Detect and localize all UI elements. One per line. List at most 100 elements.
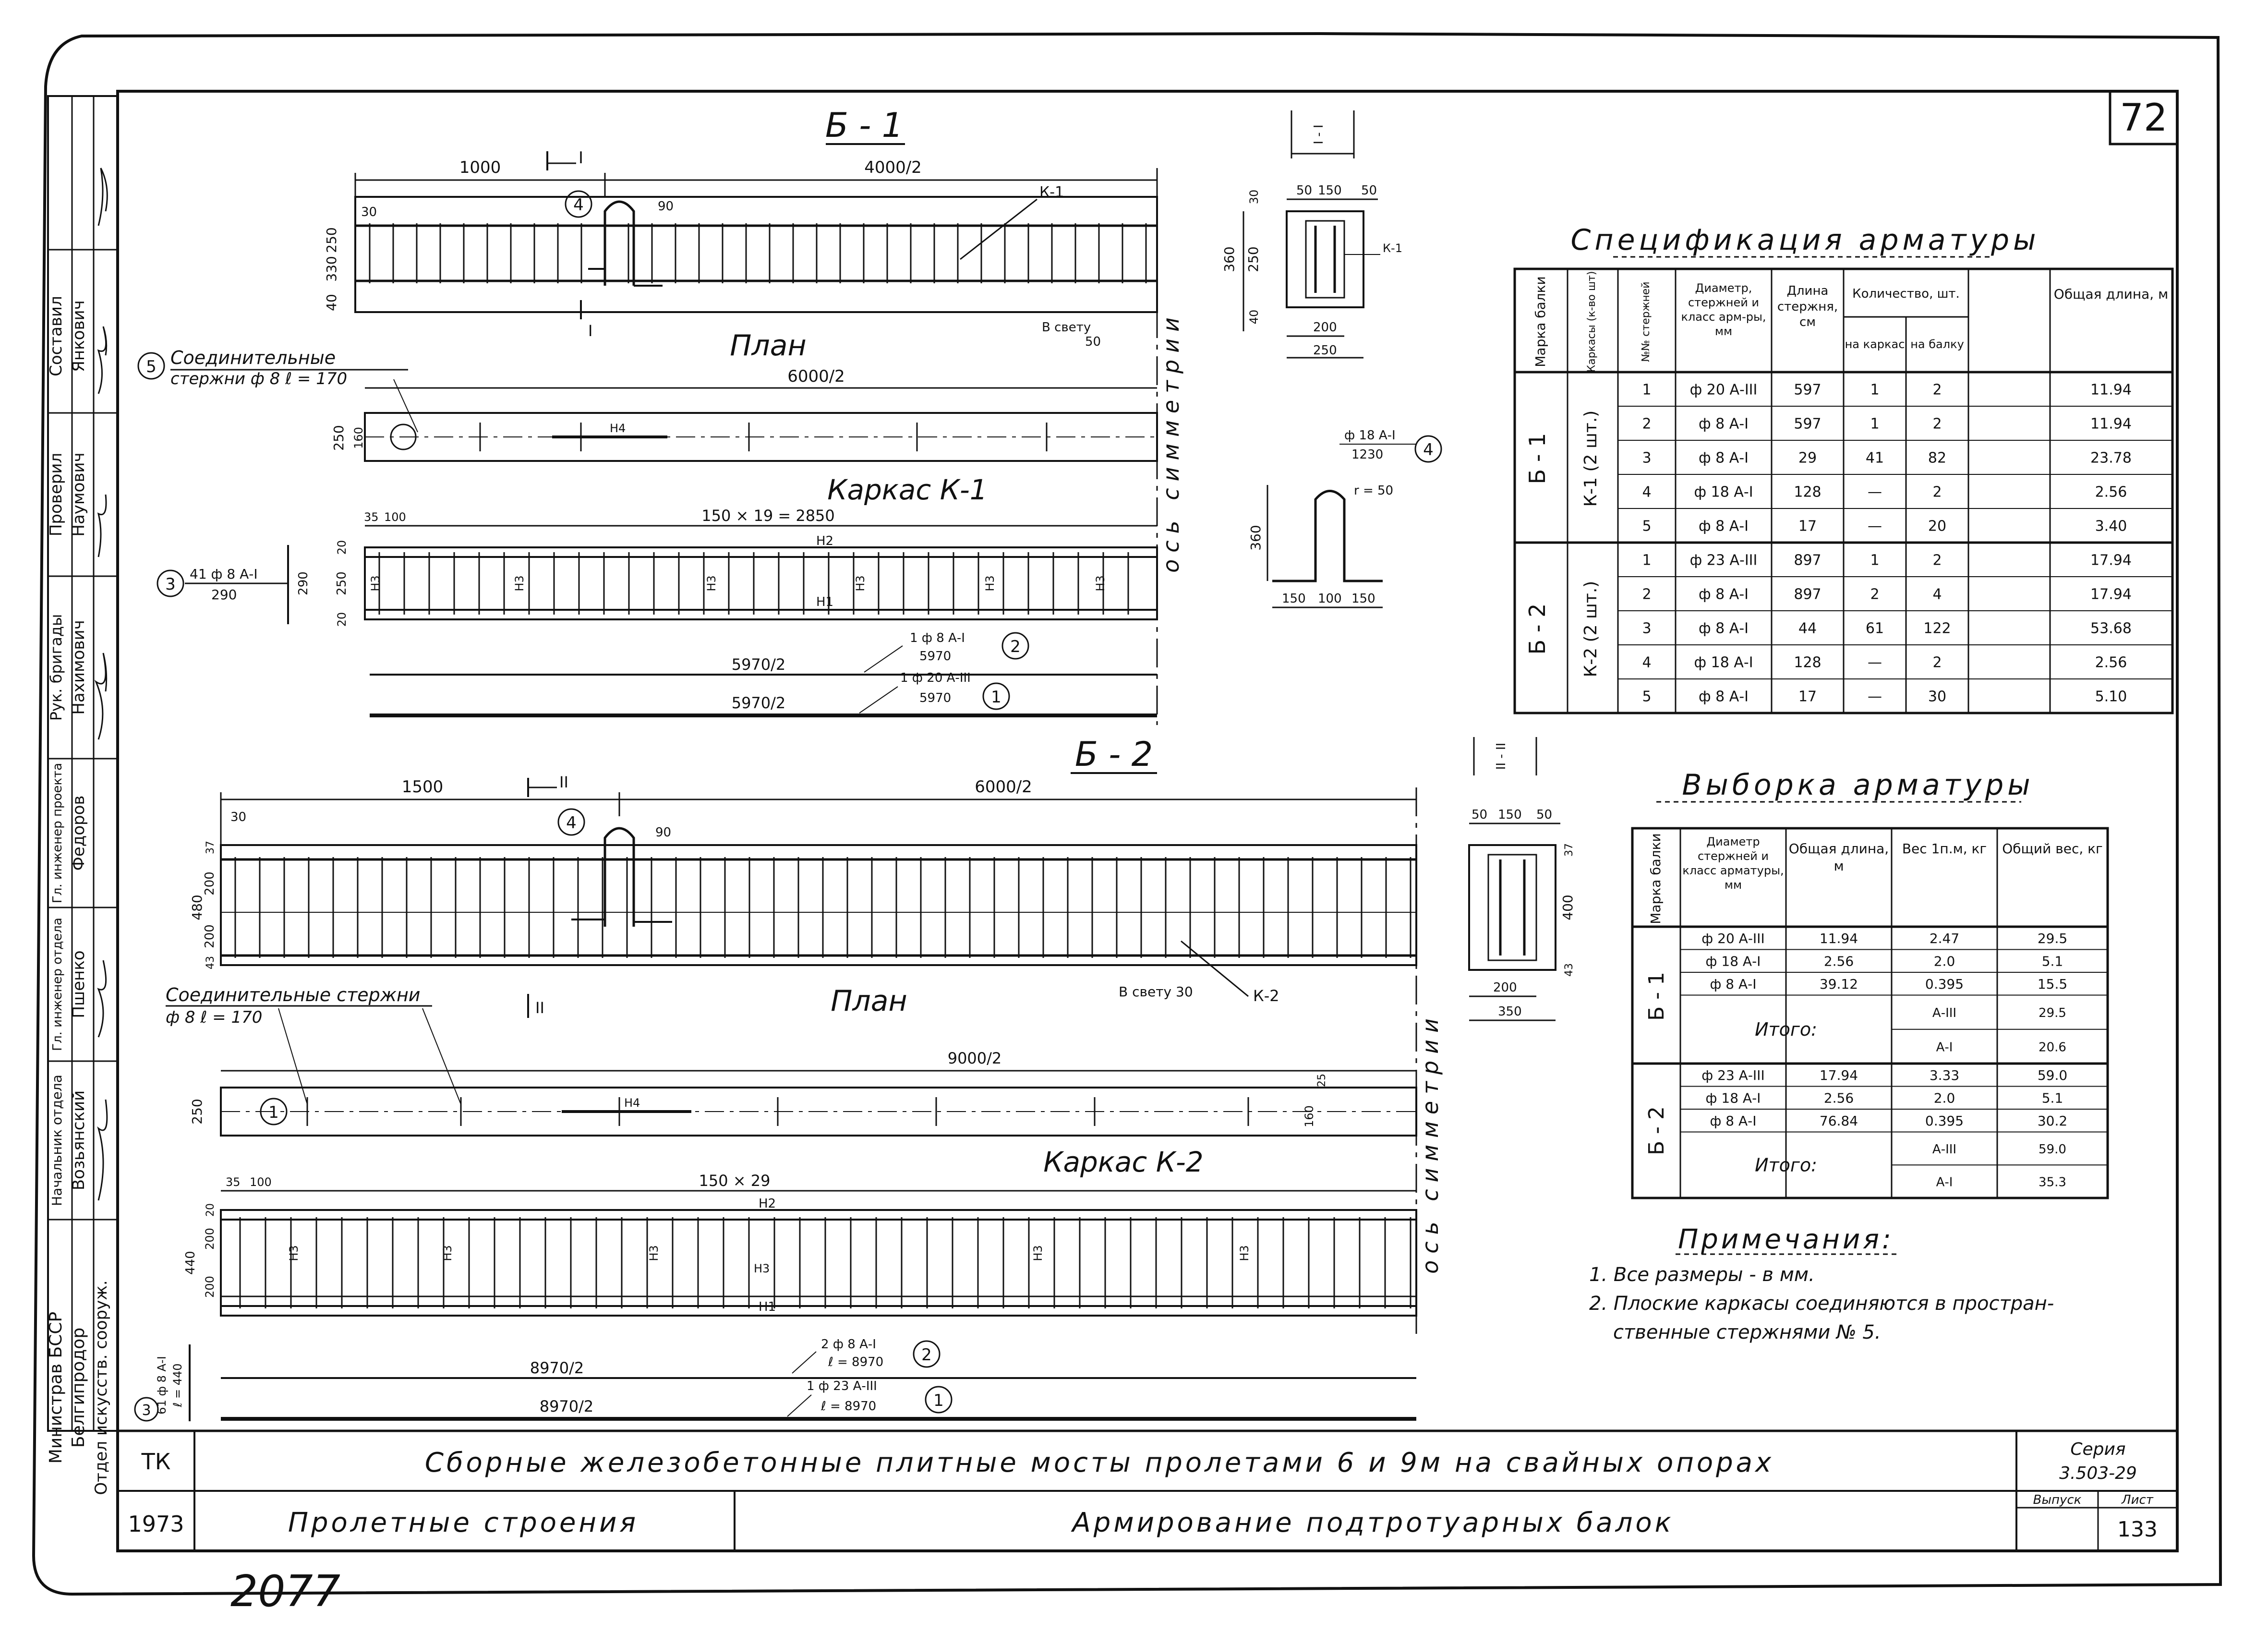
sel-cell: 17.94 — [1820, 1067, 1858, 1083]
spec-b2-beam: Б - 2 — [1524, 604, 1550, 655]
s1-d40: 40 — [1247, 310, 1261, 325]
k1-rod-1-l: 5970 — [919, 691, 951, 705]
s1-d50a: 50 — [1296, 183, 1312, 198]
stamp-role-5: Гл. инженер отдела — [50, 918, 65, 1051]
spec-cell: 597 — [1794, 416, 1821, 433]
spec-cell: ф 8 А-I — [1699, 450, 1749, 467]
signature-2 — [97, 326, 108, 394]
spec-cell: ф 8 А-I — [1699, 689, 1749, 705]
sel-cell: 5.1 — [2042, 1090, 2063, 1106]
spec-cell: — — [1868, 654, 1882, 671]
spec-cell: — — [1868, 484, 1882, 501]
k1-rod-3-spec: 41 ф 8 А-I — [190, 566, 258, 582]
sel-cell: ф 20 А-III — [1701, 931, 1764, 946]
spec-cell: 2 — [1932, 416, 1942, 433]
k2-rod-1-l: ℓ = 8970 — [820, 1399, 876, 1414]
vypusk-label: Выпуск — [2033, 1493, 2082, 1507]
spec-b1-frame: К-1 (2 шт.) — [1581, 411, 1601, 507]
spec-cell: 41 — [1866, 450, 1884, 467]
sel-cell: 11.94 — [1820, 931, 1858, 946]
stamp-role-4: Гл. инженер проекта — [50, 763, 65, 903]
b1-dim-30: 30 — [361, 205, 377, 219]
spec-cell: 3.40 — [2095, 518, 2127, 535]
k1-dim-20b: 20 — [335, 612, 349, 627]
b2-section-mark-top: II — [559, 773, 568, 791]
sel-cell: 76.84 — [1820, 1113, 1858, 1129]
s1-d200: 200 — [1313, 320, 1337, 335]
detail-rod-4: ф 18 А-I 1230 4 r = 50 360 150 100 150 — [1248, 428, 1442, 608]
sel-row-lines — [1680, 949, 2108, 1166]
k2-rod-3-spec: 61 ф 8 А-I — [155, 1356, 169, 1414]
stamp-name-2: Наумович — [69, 452, 88, 536]
b2-plan-label: План — [831, 984, 907, 1018]
spec-cell: 5 — [1642, 689, 1651, 705]
sel-cell: 30.2 — [2038, 1113, 2067, 1129]
sel-h-diam: Диаметр стержней и класс арматуры, мм — [1682, 835, 1784, 892]
spec-cell: ф 23 А-III — [1690, 552, 1758, 569]
b1-title: Б - 1 — [825, 106, 903, 145]
sel-cell: ф 8 А-I — [1710, 976, 1756, 992]
spec-cell: 2.56 — [2095, 654, 2127, 671]
d4-d360: 360 — [1248, 525, 1264, 550]
b1-connecting-rods-1: Соединительные — [170, 347, 336, 368]
k1-callout-1: 1 — [991, 688, 1001, 707]
b1-dim-250-side: 250 — [324, 227, 339, 253]
b2-axis-label: ось симметрии — [1417, 1012, 1443, 1274]
sel-total-class: А-III — [1932, 1142, 1956, 1157]
b1-plan-ticks — [479, 423, 1048, 451]
k1-rod-2-l: 5970 — [919, 649, 951, 664]
beam-b1-plan: План 5 Соединительные стержни ф 8 ℓ = 17… — [137, 329, 1158, 462]
section-2-title: II - II — [1494, 743, 1508, 770]
stamp-role-3: Рук. бригады — [47, 614, 65, 721]
title-year: 1973 — [128, 1511, 184, 1537]
subtitle-right: Армирование подтротуарных балок — [1071, 1507, 1674, 1538]
spec-cell: 2 — [1932, 552, 1942, 569]
b2-dim-1500: 1500 — [402, 777, 444, 797]
notes: Примечания: 1. Все размеры - в мм. 2. Пл… — [1589, 1224, 2054, 1343]
b2-plan-callout-1: 1 — [268, 1103, 279, 1122]
spec-cell: 597 — [1794, 382, 1821, 399]
s2-d150: 150 — [1498, 808, 1522, 822]
b2-plan-dim-160: 160 — [1303, 1105, 1316, 1127]
beam-b2-elevation: Б - 2 1500 6000/2 II 4 90 30 480 200 200… — [189, 735, 1417, 1005]
spec-cell: ф 8 А-I — [1699, 586, 1749, 603]
beam-b2-plan: Соединительные стержни ф 8 ℓ = 170 II Пл… — [166, 984, 1417, 1137]
spec-row-lines — [1618, 406, 2172, 679]
k2-n1: Н1 — [759, 1300, 776, 1314]
k2-rod-1-spec: 1 ф 23 А-III — [807, 1379, 877, 1393]
b2-section-mark-bottom: II — [535, 999, 544, 1017]
d4-d150b: 150 — [1351, 592, 1375, 606]
spec-b2-frame: К-2 (2 шт.) — [1581, 581, 1601, 677]
b2-plan-ticks — [306, 1097, 1249, 1126]
k2-rod-2-l: ℓ = 8970 — [828, 1355, 883, 1369]
b1-dim-1000: 1000 — [459, 158, 501, 177]
sel-total-class: А-III — [1932, 1006, 1956, 1020]
k2-n3-tag: Н3 — [754, 1262, 770, 1275]
k1-rod-3-dim: 290 — [296, 571, 311, 595]
b2-dim-480: 480 — [189, 895, 205, 920]
sel-total-value: 35.3 — [2039, 1175, 2066, 1190]
spec-cell: 17 — [1798, 689, 1817, 705]
d4-callout: 4 — [1423, 440, 1434, 460]
sel-title: Выборка арматуры — [1682, 768, 2034, 802]
b1-axis-symmetry: ось симметрии — [1156, 168, 1184, 725]
s1-d250b: 250 — [1313, 343, 1337, 358]
b1-connecting-rods-2: стержни ф 8 ℓ = 170 — [170, 369, 347, 388]
list-label: Лист — [2121, 1493, 2154, 1507]
section-1-title: I - I — [1312, 124, 1326, 144]
spec-h-len: Длина стержня, см — [1777, 284, 1838, 329]
title-block: ТК 1973 Сборные железобетонные плитные м… — [118, 1429, 2177, 1551]
sel-h-beam: Марка балки — [1648, 833, 1664, 924]
sel-total-value: 20.6 — [2039, 1040, 2066, 1054]
k2-callout-1: 1 — [933, 1391, 944, 1410]
s2-d400: 400 — [1560, 895, 1576, 920]
signature-6 — [97, 1099, 108, 1201]
spec-cell: 2 — [1642, 416, 1651, 433]
b2-v-svetu: В свету 30 — [1119, 984, 1193, 1000]
k1-n2: Н2 — [816, 534, 833, 548]
s2-d350: 350 — [1498, 1004, 1522, 1019]
spec-cell: 1 — [1870, 552, 1879, 569]
k1-dim-100: 100 — [384, 510, 406, 524]
